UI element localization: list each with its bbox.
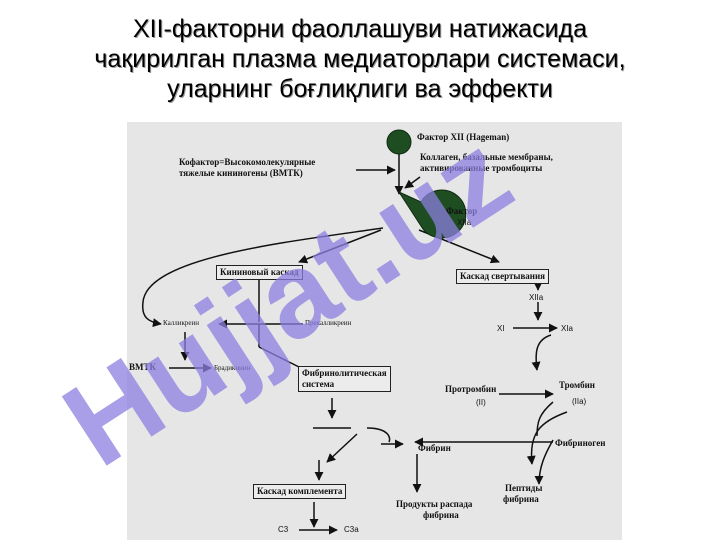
c3-label: C3 — [278, 525, 289, 534]
fibrinolytic-label-1: Фибринолитическая — [302, 368, 387, 378]
peptides-label-1: Пептиды — [505, 483, 543, 493]
coagulation-cascade-box: Каскад свертывания — [456, 269, 550, 284]
complement-cascade-box: Каскад комплемента — [253, 484, 347, 499]
prothrombin-code: (II) — [476, 398, 486, 407]
peptides-label-2: фибрина — [503, 494, 539, 504]
prothrombin-label: Протромбин — [445, 384, 497, 394]
title-line-1: XII-факторни фаоллашуви натижасида — [132, 15, 588, 43]
products-label-1: Продукты распада — [396, 499, 473, 509]
xiia-label: XIIa — [529, 293, 544, 302]
prekallikrein-label: Прекалликреин — [305, 319, 352, 327]
xia-label: XIa — [561, 324, 574, 333]
collagen-label-2: активированные тромбоциты — [420, 163, 543, 173]
factor-xii-shape — [386, 129, 412, 155]
title-line-2: чақирилган плазма медиаторлари системаси… — [94, 45, 626, 73]
cofactor-label-1: Кофактор=Высокомолекулярные — [179, 157, 316, 167]
cofactor-label-2: тяжелые кининогены (ВМТК) — [179, 168, 303, 178]
xi-label: XI — [497, 324, 505, 333]
vmtk-label: ВМТК — [129, 362, 157, 372]
thrombin-label: Тромбин — [559, 380, 595, 390]
bradykinin-label: Брадикинин — [214, 364, 251, 372]
cascade-diagram: Фактор XII (Hageman) Кофактор=Высокомоле… — [127, 122, 622, 540]
slide-title: XII-факторни фаоллашуви натижасида чақир… — [0, 14, 720, 104]
thrombin-code: (IIa) — [572, 397, 587, 406]
fibrinolytic-system-box: Фибринолитическая система — [298, 366, 391, 392]
fibrinolytic-label-2: система — [302, 379, 335, 389]
title-line-3: уларнинг боғлиқлиги ва эффекти — [167, 75, 553, 103]
kallikrein-label: Калликреин — [163, 319, 199, 327]
factor-xiia-label-1: Фактор — [446, 206, 478, 216]
fibrinogen-label: Фибриноген — [555, 438, 606, 448]
diagram-arrows — [141, 129, 568, 535]
products-label-2: фибрина — [423, 510, 459, 520]
factor-xiia-label-2: XIIa — [457, 218, 472, 227]
factor-xii-label: Фактор XII (Hageman) — [417, 132, 510, 142]
factor-xiia-shape — [397, 189, 467, 239]
c3a-label: C3a — [344, 525, 359, 534]
collagen-label-1: Коллаген, базальные мембраны, — [420, 152, 553, 162]
kinin-cascade-box: Кининовый каскад — [216, 265, 303, 280]
fibrin-label: Фибрин — [418, 443, 451, 453]
